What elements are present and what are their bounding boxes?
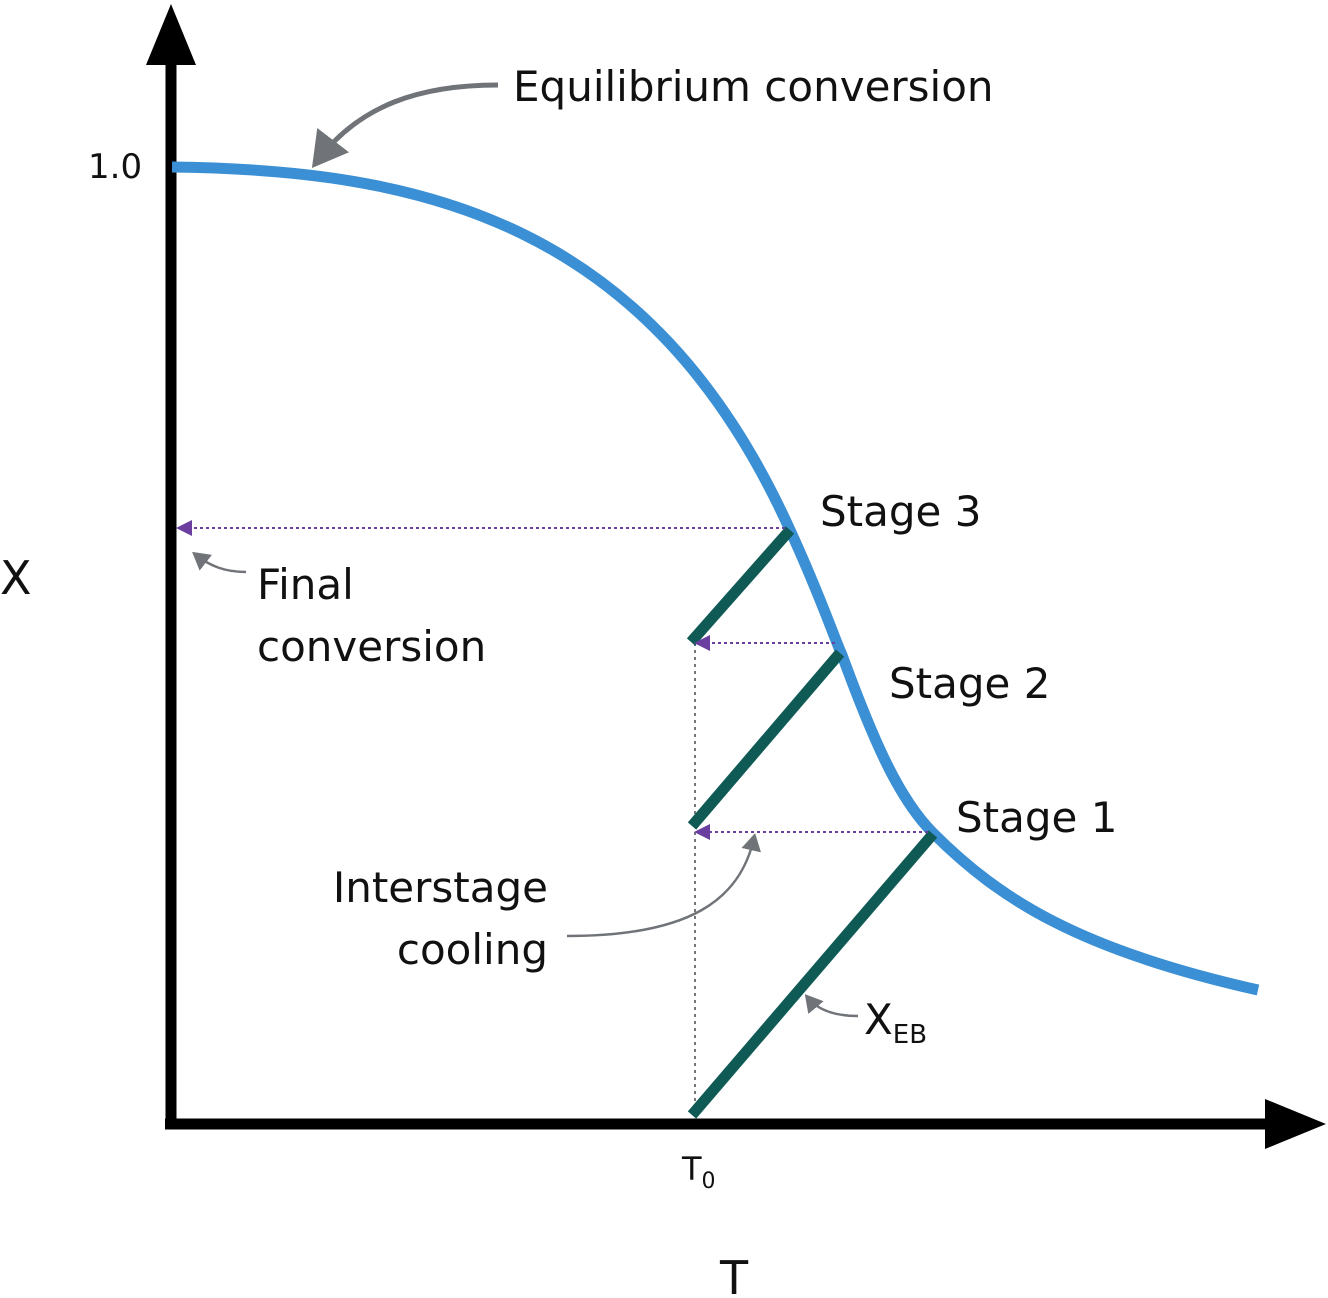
stage1-label: Stage 1	[956, 793, 1117, 842]
interstage-pointer-arrow	[566, 833, 761, 938]
xeb-base: X	[864, 995, 893, 1044]
equilibrium-curve	[171, 161, 1260, 996]
stage2-line	[687, 649, 845, 830]
xeb-label: XEB	[864, 995, 927, 1050]
equilibrium-conversion-label: Equilibrium conversion	[513, 62, 994, 111]
stage3-label: Stage 3	[820, 487, 981, 536]
y-axis-label: X	[0, 551, 32, 605]
interstage-cooling-label-line1: Interstage	[333, 863, 548, 912]
y-tick-label: 1.0	[88, 147, 142, 187]
xeb-subscript: EB	[893, 1020, 927, 1050]
y-axis-arrowhead	[146, 4, 196, 65]
final-conversion-pointer-arrow	[192, 551, 247, 574]
x-tick-t0-base: T	[681, 1150, 702, 1188]
interstage-cooling-label-line2: cooling	[397, 925, 548, 974]
x-tick-t0-subscript: 0	[702, 1169, 716, 1194]
x-axis-label: T	[719, 1251, 749, 1298]
x-tick-t0-label: T0	[681, 1150, 716, 1194]
final-conversion-label-line1: Final	[257, 560, 354, 609]
xeb-pointer-arrow	[804, 994, 859, 1018]
x-axis-arrowhead	[1265, 1099, 1326, 1149]
stage1-line	[687, 830, 938, 1119]
final-conversion-label-line2: conversion	[257, 622, 486, 671]
equilibrium-pointer-arrow	[311, 82, 499, 168]
stage2-label: Stage 2	[889, 659, 1050, 708]
stage3-line	[686, 526, 795, 646]
